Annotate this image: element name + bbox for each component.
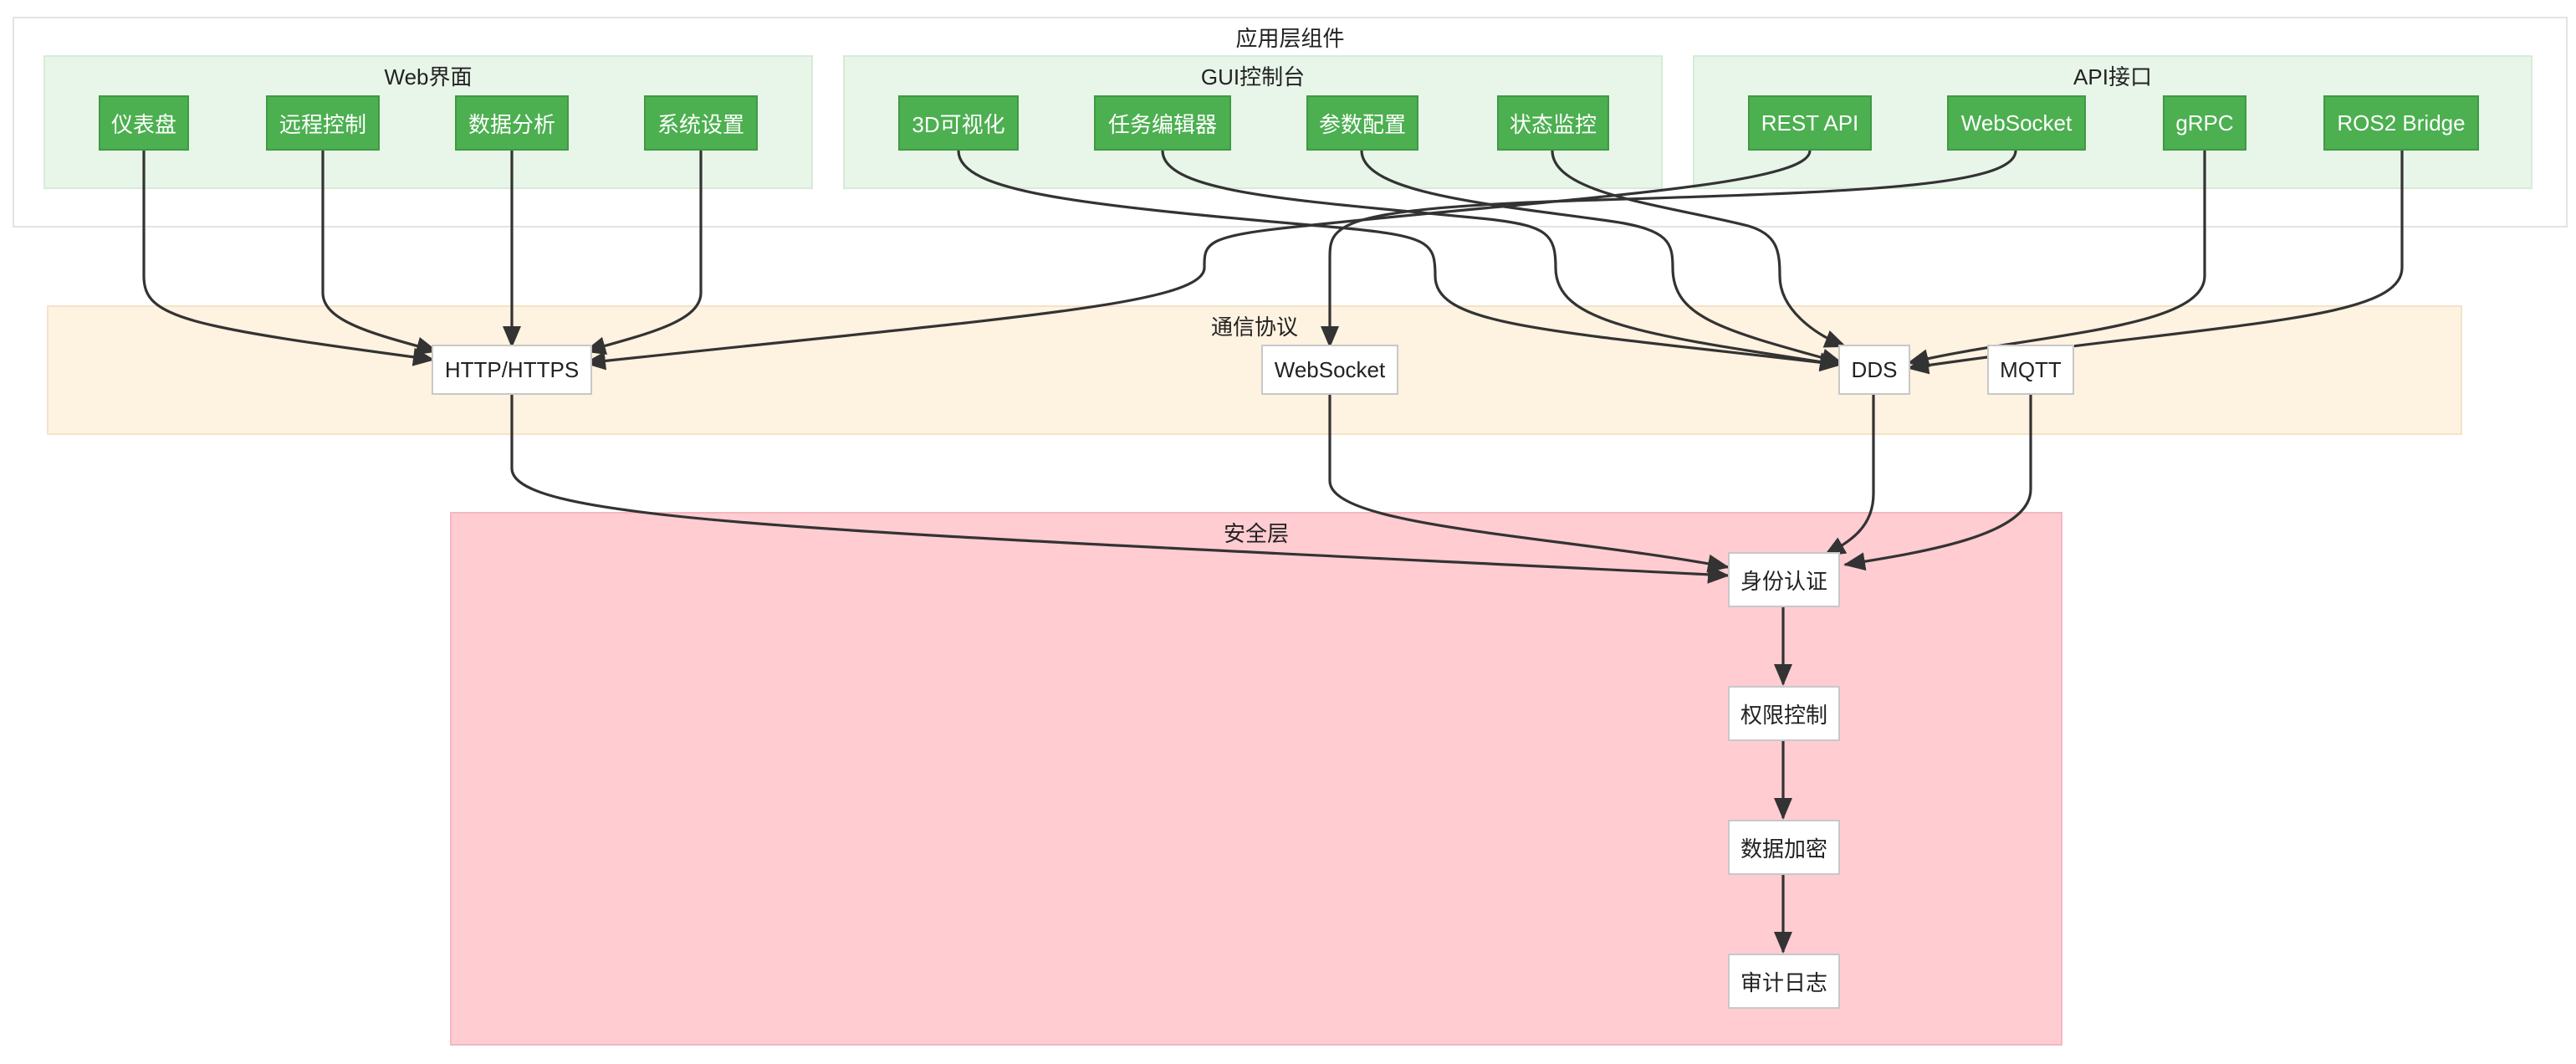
- security-title: 安全层: [1223, 521, 1289, 546]
- gui-console-title: GUI控制台: [1200, 64, 1306, 90]
- api-title: API接口: [2073, 64, 2152, 90]
- node-mqtt[interactable]: MQTT: [1987, 345, 2074, 395]
- node-encryption[interactable]: 数据加密: [1728, 820, 1840, 875]
- node-task-editor[interactable]: 任务编辑器: [1094, 95, 1231, 151]
- node-http[interactable]: HTTP/HTTPS: [432, 345, 592, 395]
- node-dashboard[interactable]: 仪表盘: [99, 95, 189, 151]
- node-remote-control[interactable]: 远程控制: [266, 95, 380, 151]
- node-ros2-bridge[interactable]: ROS2 Bridge: [2323, 95, 2479, 151]
- node-access-control[interactable]: 权限控制: [1728, 686, 1840, 741]
- node-websocket-proto[interactable]: WebSocket: [1261, 345, 1398, 395]
- node-rest-api[interactable]: REST API: [1748, 95, 1872, 151]
- node-websocket-api[interactable]: WebSocket: [1947, 95, 2086, 151]
- node-audit-log[interactable]: 审计日志: [1728, 954, 1840, 1009]
- app-layer-title: 应用层组件: [1235, 26, 1345, 51]
- node-viz3d[interactable]: 3D可视化: [898, 95, 1019, 151]
- web-ui-title: Web界面: [384, 64, 473, 90]
- node-system-settings[interactable]: 系统设置: [644, 95, 758, 151]
- node-dds[interactable]: DDS: [1838, 345, 1910, 395]
- node-grpc[interactable]: gRPC: [2163, 95, 2246, 151]
- node-data-analysis[interactable]: 数据分析: [455, 95, 569, 151]
- node-auth[interactable]: 身份认证: [1728, 552, 1840, 607]
- node-status-monitor[interactable]: 状态监控: [1497, 95, 1609, 151]
- protocols-cluster: 通信协议: [47, 305, 2462, 435]
- node-param-config[interactable]: 参数配置: [1306, 95, 1418, 151]
- protocols-title: 通信协议: [1210, 315, 1298, 340]
